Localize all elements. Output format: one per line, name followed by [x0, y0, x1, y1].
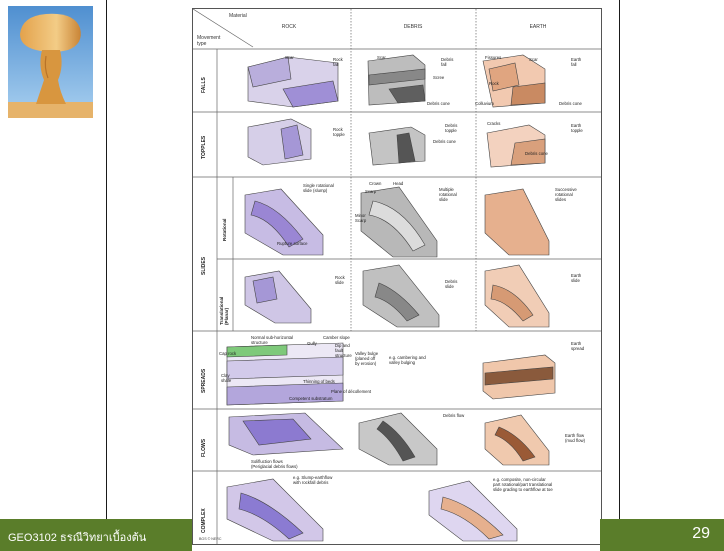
- ann-spreads-competent: Competent substratum: [289, 396, 332, 401]
- ann-flows-solifluction: Solifluction flows (Periglacial debris f…: [251, 459, 298, 469]
- ann-spreads-example: e.g. cambering and valley bulging: [389, 355, 426, 365]
- ann-falls-earth: Earth fall: [571, 57, 581, 67]
- ann-spreads-normal: Normal sub-horizontal structure: [251, 335, 293, 345]
- ann-falls-earth-scar: Scar: [529, 57, 538, 62]
- ann-spreads-clay: Clay shale: [221, 373, 231, 383]
- ann-complex-right: e.g. composite, non-circular part rotati…: [493, 477, 553, 492]
- ann-complex-left: e.g. Slump-earthflow with rockfall debri…: [293, 475, 332, 485]
- column-rock: ROCK: [239, 24, 339, 30]
- ann-spreads-caprock: Cap rock: [219, 351, 236, 356]
- ann-spreads-thinning: Thinning of beds: [303, 379, 335, 384]
- ann-topples-earth: Earth topple: [571, 123, 583, 133]
- ann-rot-rock: Single rotational slide (slump): [303, 183, 334, 193]
- ann-flows-debris: Debris flow: [443, 413, 464, 418]
- ann-spreads-earth: Earth spread: [571, 341, 584, 351]
- figure-credit: BGS © NERC: [199, 537, 221, 541]
- ann-spreads-camber: Camber slope: [323, 335, 350, 340]
- row-flows: FLOWS: [201, 439, 207, 457]
- row-complex: COMPLEX: [201, 508, 207, 533]
- ann-falls-colluvium: Colluvium: [475, 101, 494, 106]
- row-topples: TOPPLES: [201, 136, 207, 159]
- subrow-rotational: Rotational: [222, 219, 227, 241]
- ann-trans-rock: Rock slide: [335, 275, 345, 285]
- row-falls: FALLS: [201, 77, 207, 93]
- row-spreads: SPREADS: [201, 369, 207, 393]
- ann-rot-debris-scarp: Scarp: [365, 189, 376, 194]
- ann-falls-earth-fissures: Fissures: [485, 55, 501, 60]
- header-movement-label: Movement type: [197, 35, 220, 47]
- ann-falls-earth-rock: Rock: [489, 81, 499, 86]
- ann-rot-debris: Multiple rotational slide: [439, 187, 457, 202]
- left-divider: [106, 0, 107, 519]
- ann-rot-earth: Successive rotational slides: [555, 187, 577, 202]
- ann-topples-debris-cone: Debris cone: [433, 139, 456, 144]
- footer-bar-right: 29: [600, 519, 724, 551]
- row-slides: SLIDES: [201, 257, 207, 275]
- ann-falls-earth-cone: Debris cone: [559, 101, 582, 106]
- ann-spreads-dip: Dip and fault structure: [335, 343, 352, 358]
- column-debris: DEBRIS: [363, 24, 463, 30]
- ann-topples-earth-cone: Debris cone: [525, 151, 548, 156]
- footer-bar-left: GEO3102 ธรณีวิทยาเบื้องต้น: [0, 519, 192, 551]
- ann-rot-debris-head: Head: [393, 181, 403, 186]
- ann-spreads-plane: Plane of décollement: [331, 389, 371, 394]
- ann-flows-earth: Earth flow (mud flow): [565, 433, 585, 443]
- page-number: 29: [692, 525, 710, 543]
- mushroom-rock-photo: [8, 6, 93, 118]
- ann-topples-rock: Rock topple: [333, 127, 345, 137]
- subrow-translational: Translational (Planar): [219, 297, 229, 325]
- ann-topples-earth-cracks: Cracks: [487, 121, 500, 126]
- right-divider: [619, 0, 620, 519]
- ann-rot-debris-crown: Crown: [369, 181, 381, 186]
- ann-spreads-gully: Gully: [307, 341, 317, 346]
- ann-falls-rock-scar: Scar: [285, 55, 294, 60]
- ann-topples-debris: Debris topple: [445, 123, 457, 133]
- ann-rot-rock-surface: Rupture surface: [277, 241, 308, 246]
- ann-rot-debris-minor: Minor Scarp: [355, 213, 366, 223]
- ann-falls-debris: Debris fall: [441, 57, 453, 67]
- course-label: GEO3102 ธรณีวิทยาเบื้องต้น: [8, 528, 146, 546]
- ann-spreads-valley: Valley bulge (planed off by erosion): [355, 351, 378, 366]
- ann-falls-scree: Scree: [433, 75, 444, 80]
- ann-falls-debris-cone: Debris cone: [427, 101, 450, 106]
- landslide-classification-figure: Material Movement type ROCK DEBRIS EARTH…: [192, 8, 602, 545]
- ann-falls-rock: Rock fall: [333, 57, 343, 67]
- ann-falls-debris-scar: Scar: [377, 55, 386, 60]
- ann-trans-debris: Debris slide: [445, 279, 457, 289]
- header-material-label: Material: [229, 13, 247, 19]
- ann-trans-earth: Earth slide: [571, 273, 581, 283]
- column-earth: EARTH: [488, 24, 588, 30]
